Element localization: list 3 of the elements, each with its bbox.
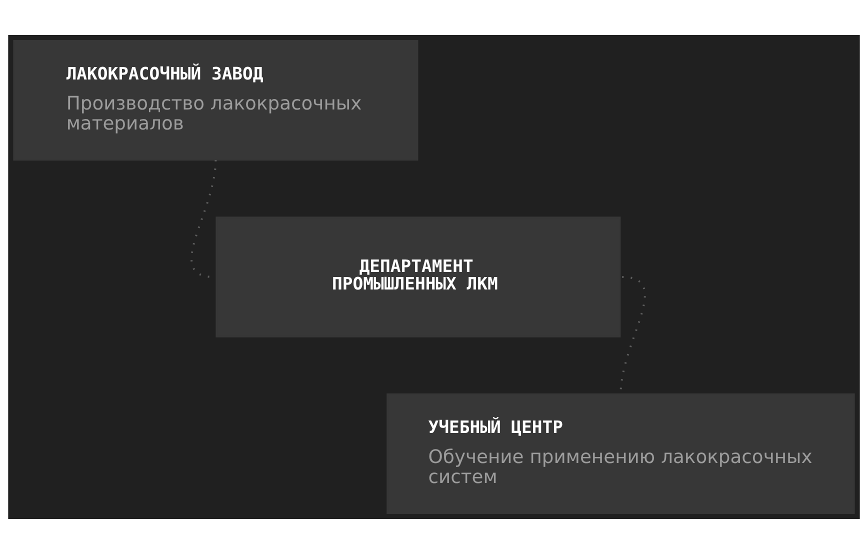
node-box: ЛАКОКРАСОЧНЫЙ ЗАВОД Производство лакокрасочных материалов	[13, 40, 418, 161]
connector	[190, 160, 217, 278]
node-box: ДЕПАРТАМЕНТ ПРОМЫШЛЕННЫХ ЛКМ	[216, 216, 621, 338]
